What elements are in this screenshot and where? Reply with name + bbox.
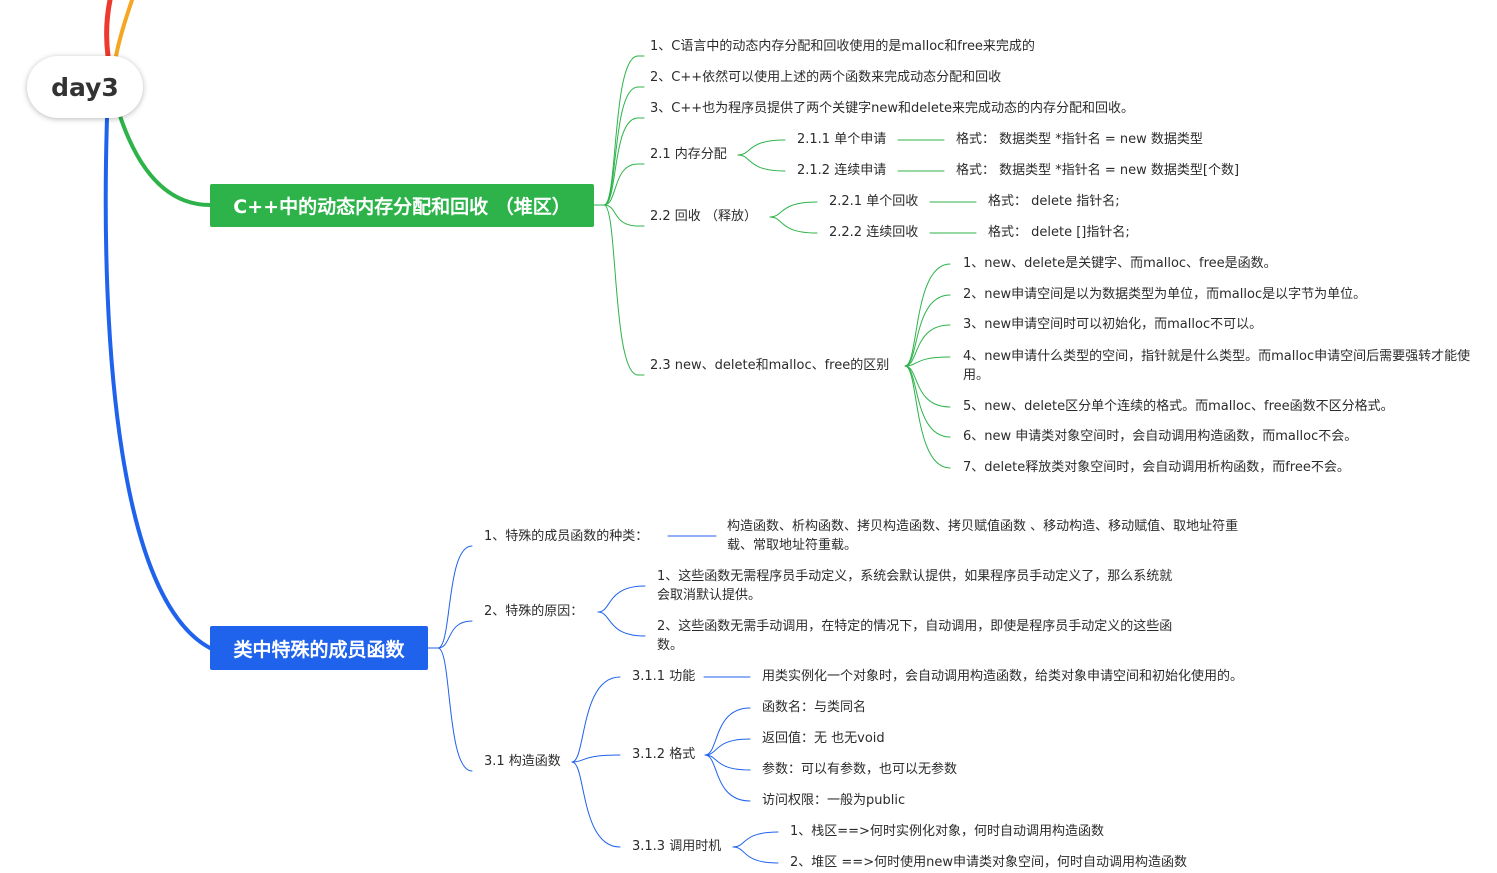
ctor-node[interactable]: 3.1 构造函数 — [484, 754, 561, 769]
reason-node[interactable]: 2、特殊的原因： — [484, 604, 584, 619]
free-node[interactable]: 2.2 回收 （释放） — [650, 209, 757, 224]
wire-diff-5 — [904, 365, 951, 408]
kinds-node[interactable]: 1、特殊的成员函数的种类： — [484, 529, 649, 544]
wire-format-2 — [704, 738, 751, 756]
point-2[interactable]: 2、C++依然可以使用上述的两个函数来完成动态分配和回收 — [650, 70, 1002, 85]
wire-alloc-multi — [737, 154, 786, 172]
wire-format-3 — [704, 754, 751, 771]
wire-ctor-format — [571, 754, 621, 763]
wire-diff — [603, 204, 645, 376]
wire-reason-1 — [597, 585, 646, 613]
wire-diff-7 — [904, 365, 951, 469]
wire-timing-stack — [732, 831, 779, 848]
wire-timing-heap — [732, 846, 779, 864]
diff-item-2[interactable]: 2、new申请空间是以为数据类型为单位，而malloc是以字节为单位。 — [963, 287, 1367, 302]
alloc-single-format[interactable]: 格式： 数据类型 *指针名 = new 数据类型 — [956, 132, 1203, 147]
wire-free-single — [769, 201, 818, 218]
ctor-format-params[interactable]: 参数：可以有参数，也可以无参数 — [762, 762, 958, 777]
wire-reason — [437, 620, 473, 649]
wire-ctor-func — [571, 676, 621, 763]
diff-item-3[interactable]: 3、new申请空间时可以初始化，而malloc不可以。 — [963, 317, 1263, 332]
alloc-node[interactable]: 2.1 内存分配 — [650, 147, 727, 162]
wire-free — [603, 204, 645, 227]
wire-p1 — [603, 55, 645, 206]
topic-special-member-functions[interactable]: 类中特殊的成员函数 — [210, 626, 428, 670]
ctor-func-value[interactable]: 用类实例化一个对象时，会自动调用构造函数，给类对象申请空间和初始化使用的。 — [762, 669, 1244, 684]
root-branch-orange — [114, 0, 134, 58]
wire-p3 — [603, 117, 645, 206]
wire-diff-4 — [904, 356, 951, 367]
root-branch-blue — [103, 116, 212, 650]
point-3[interactable]: 3、C++也为程序员提供了两个关键字new和delete来完成动态的内存分配和回… — [650, 101, 1134, 116]
ctor-format-node[interactable]: 3.1.2 格式 — [632, 747, 696, 762]
free-multi-format[interactable]: 格式： delete []指针名; — [988, 225, 1130, 240]
alloc-multi-node[interactable]: 2.1.2 连续申请 — [797, 163, 887, 178]
wire-ctor — [437, 647, 473, 772]
diff-item-1[interactable]: 1、new、delete是关键字、而malloc、free是函数。 — [963, 256, 1277, 271]
reason-item-2[interactable]: 2、这些函数无需手动调用，在特定的情况下，自动调用，即使是程序员手动定义的这些函… — [657, 619, 1173, 653]
root-node[interactable]: day3 — [27, 56, 143, 118]
wire-format-4 — [704, 754, 751, 802]
reason-item-1[interactable]: 1、这些函数无需程序员手动定义，系统会默认提供，如果程序员手动定义了，那么系统就… — [657, 569, 1173, 603]
wire-diff-1 — [904, 263, 951, 367]
ctor-timing-node[interactable]: 3.1.3 调用时机 — [632, 839, 722, 854]
diff-item-5[interactable]: 5、new、delete区分单个连续的格式。而malloc、free函数不区分格… — [963, 399, 1394, 414]
wire-diff-6 — [904, 365, 951, 438]
free-single-node[interactable]: 2.2.1 单个回收 — [829, 194, 919, 209]
alloc-single-node[interactable]: 2.1.1 单个申请 — [797, 132, 887, 147]
wire-free-multi — [769, 216, 818, 234]
diff-node[interactable]: 2.3 new、delete和malloc、free的区别 — [650, 358, 890, 373]
ctor-timing-stack[interactable]: 1、栈区==>何时实例化对象，何时自动调用构造函数 — [790, 824, 1104, 839]
alloc-multi-format[interactable]: 格式： 数据类型 *指针名 = new 数据类型[个数] — [956, 163, 1240, 178]
diff-item-7[interactable]: 7、delete释放类对象空间时，会自动调用析构函数，而free不会。 — [963, 460, 1350, 475]
ctor-format-access[interactable]: 访问权限：一般为public — [762, 793, 906, 808]
wire-p2 — [603, 86, 645, 206]
ctor-format-return[interactable]: 返回值：无 也无void — [762, 731, 885, 746]
diff-item-6[interactable]: 6、new 申请类对象空间时，会自动调用构造函数，而malloc不会。 — [963, 429, 1358, 444]
diff-item-4[interactable]: 4、new申请什么类型的空间，指针就是什么类型。而malloc申请空间后需要强转… — [963, 349, 1471, 383]
wire-ctor-timing — [571, 761, 621, 848]
root-branch-green — [118, 114, 212, 207]
wire-diff-3 — [904, 324, 951, 367]
topic-dynamic-memory[interactable]: C++中的动态内存分配和回收 （堆区） — [210, 184, 594, 227]
wire-kinds — [437, 545, 473, 649]
ctor-func-node[interactable]: 3.1.1 功能 — [632, 669, 696, 684]
point-1[interactable]: 1、C语言中的动态内存分配和回收使用的是malloc和free来完成的 — [650, 39, 1035, 54]
wire-alloc — [603, 163, 645, 206]
wire-alloc-single — [737, 139, 786, 156]
ctor-timing-heap[interactable]: 2、堆区 ==>何时使用new申请类对象空间，何时自动调用构造函数 — [790, 855, 1187, 870]
wire-format-1 — [704, 707, 751, 756]
ctor-format-name[interactable]: 函数名：与类同名 — [762, 700, 867, 715]
wire-diff-2 — [904, 294, 951, 367]
free-single-format[interactable]: 格式： delete 指针名; — [988, 194, 1120, 209]
kinds-value[interactable]: 构造函数、析构函数、拷贝构造函数、拷贝赋值函数 、移动构造、移动赋值、取地址符重… — [727, 519, 1239, 553]
root-branch-red — [104, 0, 113, 59]
wire-reason-2 — [597, 611, 646, 637]
free-multi-node[interactable]: 2.2.2 连续回收 — [829, 225, 919, 240]
